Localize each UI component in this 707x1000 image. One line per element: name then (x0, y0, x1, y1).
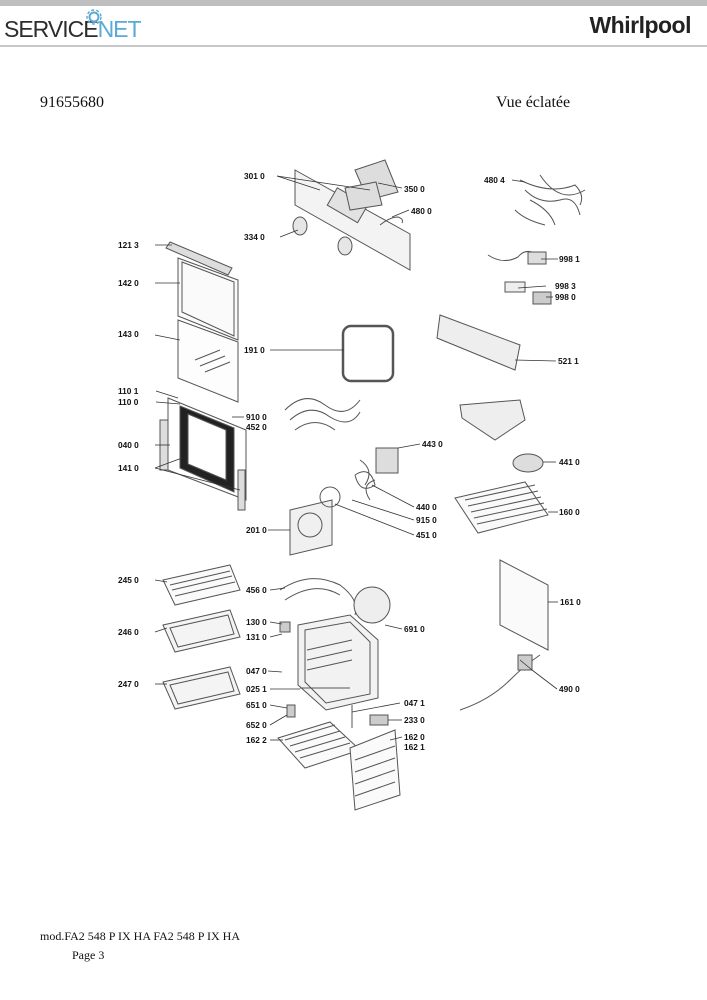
part-label: 025 1 (246, 684, 267, 694)
rear-insulation-illustration (349, 729, 401, 811)
part-label: 047 0 (246, 666, 267, 676)
baking-tray-illustration (162, 609, 241, 653)
part-label: 452 0 (246, 422, 267, 432)
part-label: 047 1 (404, 698, 425, 708)
part-label: 110 1 (118, 386, 139, 396)
inner-glass-illustration (177, 319, 239, 403)
part-label: 521 1 (558, 356, 579, 366)
oven-cavity-illustration (297, 614, 379, 711)
part-label: 915 0 (416, 515, 437, 525)
gear-icon (86, 9, 102, 25)
circuit-board-illustration (436, 314, 521, 371)
part-label: 490 0 (559, 684, 580, 694)
whirlpool-logo: Whirlpool (589, 12, 691, 38)
wiring-harness-illustration (514, 174, 586, 226)
part-label: 651 0 (246, 700, 267, 710)
door-top-profile-illustration (165, 241, 233, 276)
part-label: 691 0 (404, 624, 425, 634)
part-label: 142 0 (118, 278, 139, 288)
part-label: 130 0 (246, 617, 267, 627)
part-label: 998 1 (559, 254, 580, 264)
part-label: 201 0 (246, 525, 267, 535)
part-label: 451 0 (416, 530, 437, 540)
deep-tray-illustration (162, 666, 241, 710)
control-panel-illustration (292, 159, 411, 271)
part-label: 334 0 (244, 232, 265, 242)
lamp-part-illustration (369, 714, 389, 726)
part-label: 301 0 (244, 171, 265, 181)
circular-element-illustration (319, 486, 341, 508)
rear-cover-illustration (289, 499, 333, 556)
part-label: 998 3 (555, 281, 576, 291)
part-label: 040 0 (118, 440, 139, 450)
leader-lines (154, 175, 558, 741)
fan-wheel-illustration (353, 586, 391, 624)
part-label: 350 0 (404, 184, 425, 194)
footer-model-text: mod.FA2 548 P IX HA FA2 548 P IX HA (40, 929, 241, 943)
module-illustration (504, 281, 526, 293)
part-label: 652 0 (246, 720, 267, 730)
servicenet-logo: SERVICENET (4, 16, 142, 42)
part-label: 441 0 (559, 457, 580, 467)
motor-illustration (512, 453, 544, 473)
part-label: 110 0 (118, 397, 139, 407)
door-gasket-illustration (341, 324, 395, 383)
part-label: 160 0 (559, 507, 580, 517)
part-label: 443 0 (422, 439, 443, 449)
top-rule (0, 0, 707, 6)
part-label: 233 0 (404, 715, 425, 725)
part-label: 141 0 (118, 463, 139, 473)
part-label: 480 0 (411, 206, 432, 216)
part-label: 143 0 (118, 329, 139, 339)
part-label: 245 0 (118, 575, 139, 585)
header-divider (0, 45, 707, 47)
module-illustration (532, 291, 552, 305)
part-label: 440 0 (416, 502, 437, 512)
part-label: 121 3 (118, 240, 139, 250)
part-label: 998 0 (555, 292, 576, 302)
part-label: 131 0 (246, 632, 267, 642)
part-label: 162 1 (404, 742, 425, 752)
outer-glass-illustration (177, 257, 239, 341)
heating-element-illustration (279, 578, 357, 616)
part-label: 161 0 (560, 597, 581, 607)
connector-illustration (517, 654, 533, 671)
part-label: 456 0 (246, 585, 267, 595)
footer-page-number: Page 3 (72, 948, 105, 962)
cooling-fan-housing-illustration (459, 399, 526, 441)
small-part-illustration (279, 621, 291, 633)
fan-blade-illustration (354, 459, 376, 501)
part-label: 910 0 (246, 412, 267, 422)
part-label: 480 4 (484, 175, 505, 185)
part-label: 162 2 (246, 735, 267, 745)
side-panel-illustration (499, 559, 549, 651)
part-label: 246 0 (118, 627, 139, 637)
part-label: 191 0 (244, 345, 265, 355)
small-part-illustration (286, 704, 296, 718)
grill-element-illustration (284, 398, 361, 431)
document-title: Vue éclatée (496, 94, 571, 111)
grid-tray-illustration (162, 564, 241, 606)
wire-rack-illustration (454, 481, 549, 534)
fan-motor-illustration (375, 447, 399, 474)
part-label: 162 0 (404, 732, 425, 742)
document-number: 91655680 (40, 94, 104, 111)
part-label: 247 0 (118, 679, 139, 689)
connector-illustration (527, 251, 547, 265)
